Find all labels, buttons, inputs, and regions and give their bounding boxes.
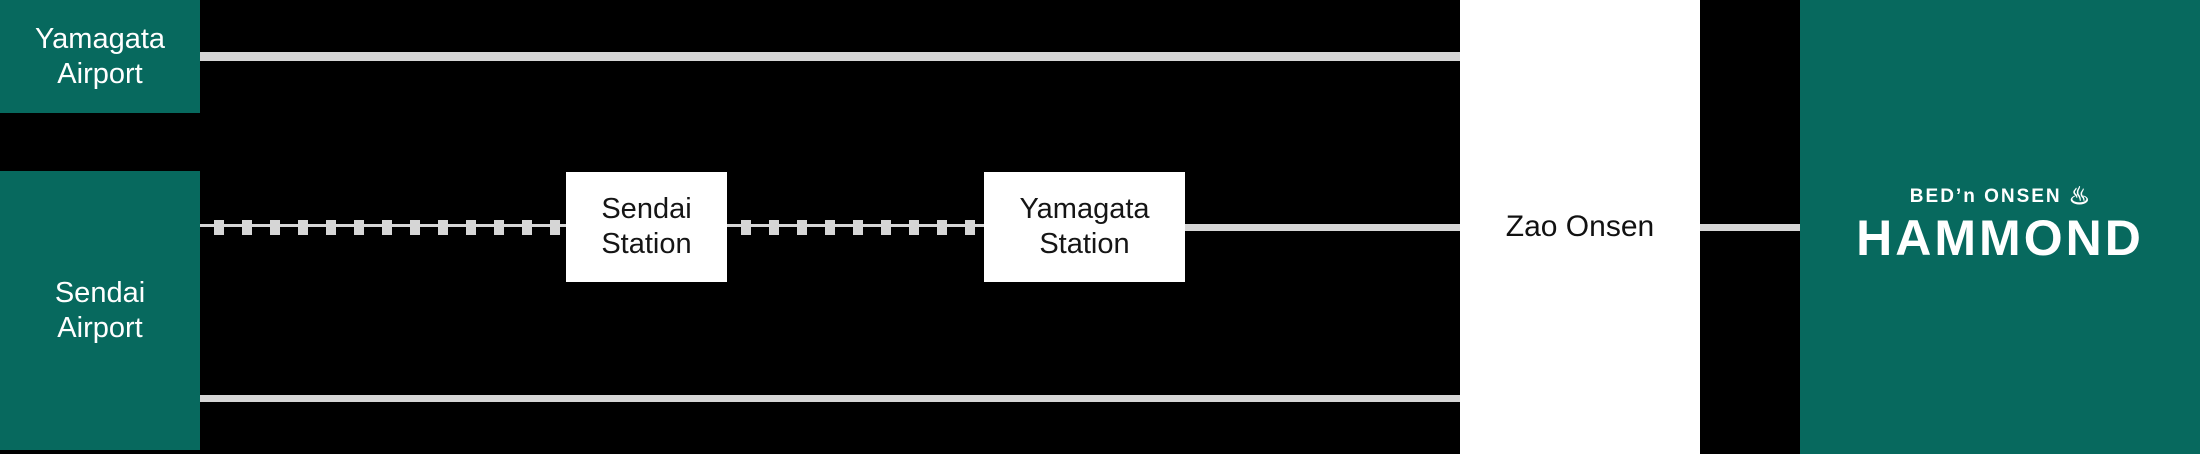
route-line-zao-to-hammond [1700, 224, 1800, 231]
yamagata-airport-label-line2: Airport [57, 57, 143, 90]
route-line-yamagata-airport-to-zao [200, 52, 1460, 61]
route-line-sendai-station-to-yamagata-station [727, 220, 984, 235]
hammond-logo: BED’n ONSEN ♨ HAMMOND [1856, 185, 2144, 266]
node-sendai-airport: Sendai Airport [0, 171, 200, 450]
node-sendai-station: Sendai Station [566, 172, 727, 282]
route-line-yamagata-station-to-zao [1185, 224, 1460, 231]
route-line-sendai-airport-to-zao [200, 395, 1460, 402]
node-yamagata-station: Yamagata Station [984, 172, 1185, 282]
route-line-sendai-airport-to-sendai-station [200, 220, 566, 235]
yamagata-station-label-line2: Station [1039, 228, 1130, 260]
brand-tagline: BED’n ONSEN ♨ [1910, 185, 2090, 209]
yamagata-station-label-line1: Yamagata [1019, 193, 1150, 225]
sendai-station-label-line1: Sendai [601, 193, 692, 225]
sendai-airport-label-line2: Airport [57, 311, 143, 344]
brand-panel-hammond: BED’n ONSEN ♨ HAMMOND [1800, 0, 2200, 454]
hot-spring-icon: ♨ [2068, 183, 2091, 210]
brand-tagline-text: BED’n ONSEN [1909, 186, 2062, 207]
sendai-airport-label-line1: Sendai [54, 276, 146, 309]
node-zao-onsen: Zao Onsen [1460, 0, 1700, 454]
yamagata-airport-label-line1: Yamagata [34, 22, 166, 55]
brand-name: HAMMOND [1856, 210, 2144, 266]
zao-onsen-label: Zao Onsen [1505, 210, 1655, 243]
sendai-station-label-line2: Station [601, 228, 692, 260]
node-yamagata-airport: Yamagata Airport [0, 0, 200, 113]
